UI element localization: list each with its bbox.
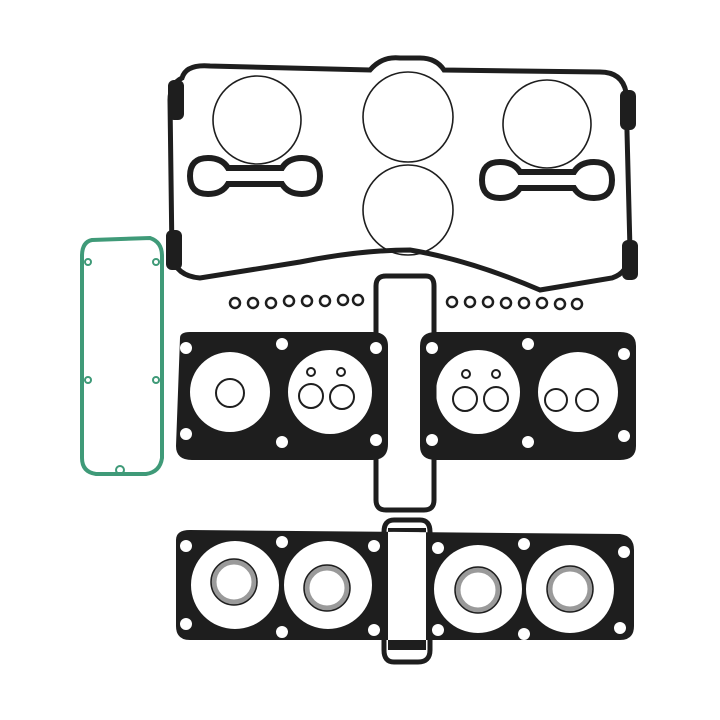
green-side-gasket — [80, 235, 164, 476]
valve-cover-gasket — [166, 55, 638, 293]
base-gasket — [176, 517, 634, 665]
o-rings — [228, 293, 584, 311]
head-gasket — [176, 273, 636, 513]
